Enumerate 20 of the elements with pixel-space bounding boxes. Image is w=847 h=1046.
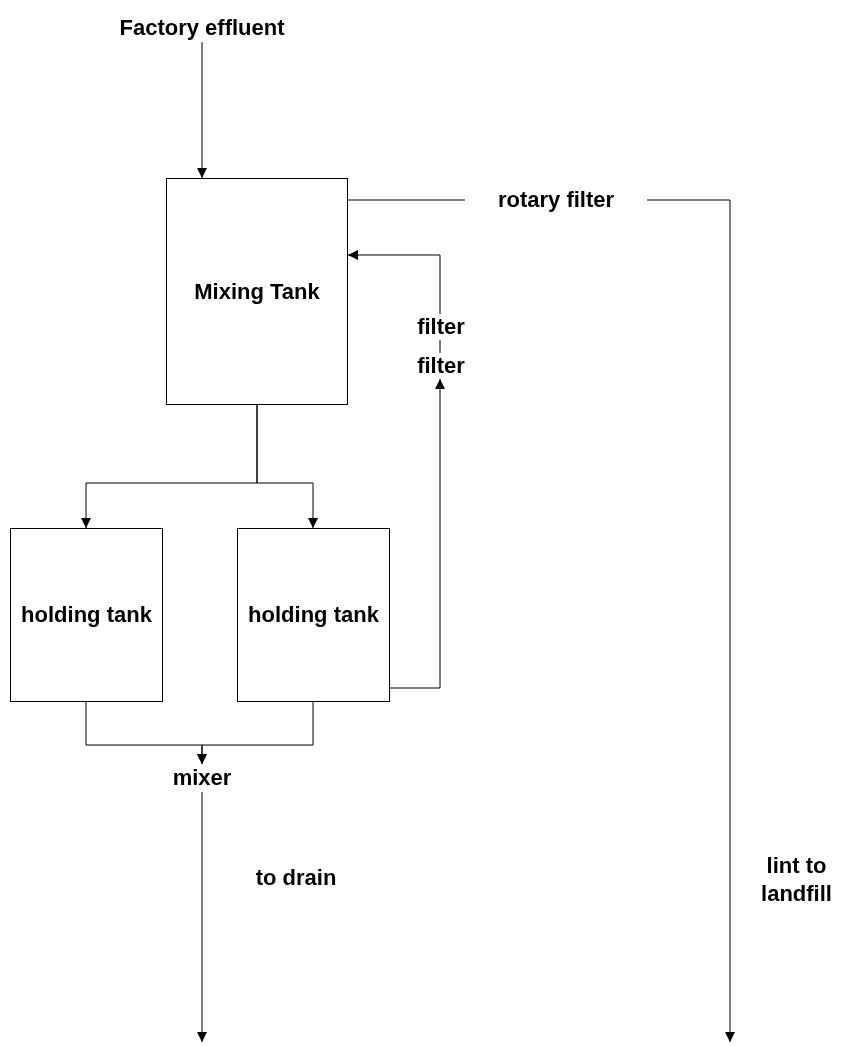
flow-arrow xyxy=(646,199,735,1043)
tank-box xyxy=(166,178,348,405)
process-label: filter xyxy=(417,314,465,340)
tank-label: holding tank xyxy=(21,602,152,628)
process-label: rotary filter xyxy=(497,187,615,213)
process-label: mixer xyxy=(172,765,232,791)
flow-arrow xyxy=(197,791,207,1043)
tank-box xyxy=(237,528,390,702)
connector-line xyxy=(439,339,441,354)
inflow-label: Factory effluent xyxy=(119,15,285,41)
tank-box xyxy=(10,528,163,702)
connector-line xyxy=(347,199,466,201)
flow-arrow xyxy=(347,250,441,315)
tank-label: Mixing Tank xyxy=(194,278,320,305)
process-label: filter xyxy=(417,353,465,379)
flow-arrow xyxy=(389,378,445,689)
flow-arrow xyxy=(256,404,318,529)
flow-arrow xyxy=(197,41,207,179)
tank-label: holding tank xyxy=(248,602,379,628)
flow-arrow xyxy=(197,701,314,765)
